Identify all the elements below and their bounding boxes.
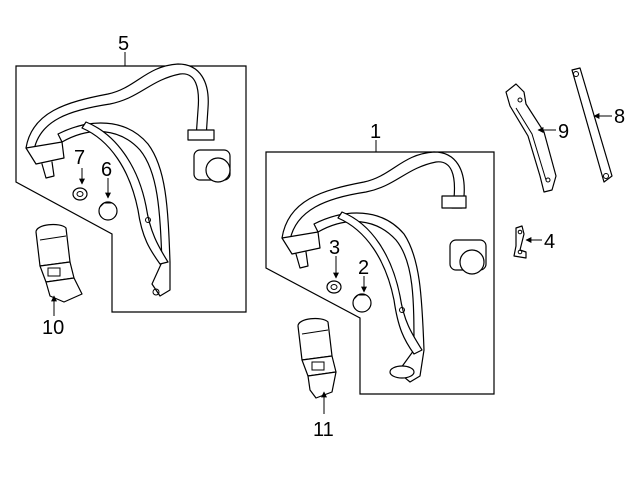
callout-10: 10	[42, 317, 64, 339]
right-belt-assembly-panel	[265, 151, 495, 395]
bolt-part-2	[352, 293, 372, 313]
left-belt-assembly-panel	[15, 63, 247, 313]
callout-5: 5	[118, 33, 129, 55]
anchor-strap-part-8	[571, 67, 613, 183]
callout-3: 3	[329, 237, 340, 259]
leader-lines	[51, 52, 612, 414]
cap-part-3	[326, 280, 342, 294]
callout-4: 4	[544, 231, 555, 253]
bolt-part-6	[98, 201, 118, 221]
callout-1: 1	[370, 121, 381, 143]
callout-7: 7	[74, 147, 85, 169]
callout-11: 11	[313, 419, 334, 441]
callout-9: 9	[558, 121, 569, 143]
bracket-part-4	[513, 225, 527, 259]
trim-cover-part-9	[505, 83, 557, 193]
callout-labels: 5 1 7 6 3 2 9 8 4 10 11	[42, 33, 625, 441]
callout-8: 8	[614, 106, 625, 128]
callout-6: 6	[101, 159, 112, 181]
buckle-part-10	[35, 223, 83, 303]
buckle-part-11	[297, 317, 337, 399]
cap-part-7	[72, 187, 88, 201]
callout-2: 2	[358, 257, 369, 279]
